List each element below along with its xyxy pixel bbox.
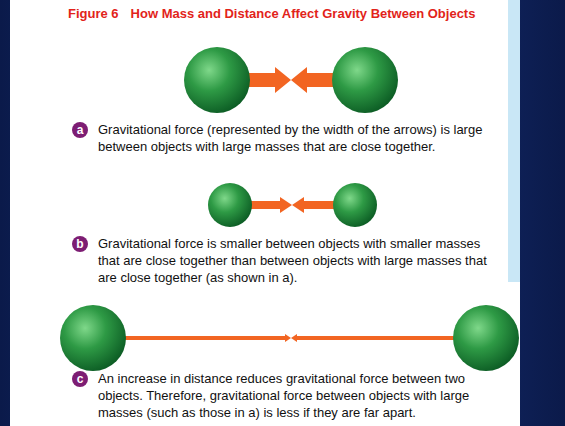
- mass-sphere: [184, 47, 250, 113]
- mass-sphere: [332, 47, 398, 113]
- force-arrow: [250, 197, 292, 213]
- caption-node: b Gravitational force is smaller between …: [72, 236, 498, 287]
- side-strip: [508, 0, 520, 282]
- caption-node: a Gravitational force (represented by the…: [72, 122, 498, 156]
- force-arrow: [292, 197, 334, 213]
- mass-sphere: [453, 305, 519, 371]
- callout-letter: b: [72, 236, 88, 252]
- caption-text: An increase in distance reduces gravitat…: [98, 370, 498, 421]
- callout-letter: a: [72, 122, 88, 138]
- mass-sphere: [208, 183, 252, 227]
- caption-text: Gravitational force (represented by the …: [98, 121, 498, 155]
- figure-title: How Mass and Distance Affect Gravity Bet…: [131, 6, 476, 21]
- caption-text: Gravitational force is smaller between o…: [98, 235, 498, 286]
- figure-number: Figure 6: [68, 6, 119, 21]
- mass-sphere: [333, 183, 377, 227]
- force-arrow: [291, 67, 333, 93]
- force-arrow: [291, 334, 460, 342]
- mass-sphere: [60, 305, 126, 371]
- force-arrow: [120, 334, 291, 342]
- caption-node: c An increase in distance reduces gravita…: [72, 371, 498, 422]
- force-arrow: [249, 67, 291, 93]
- callout-letter: c: [72, 371, 88, 387]
